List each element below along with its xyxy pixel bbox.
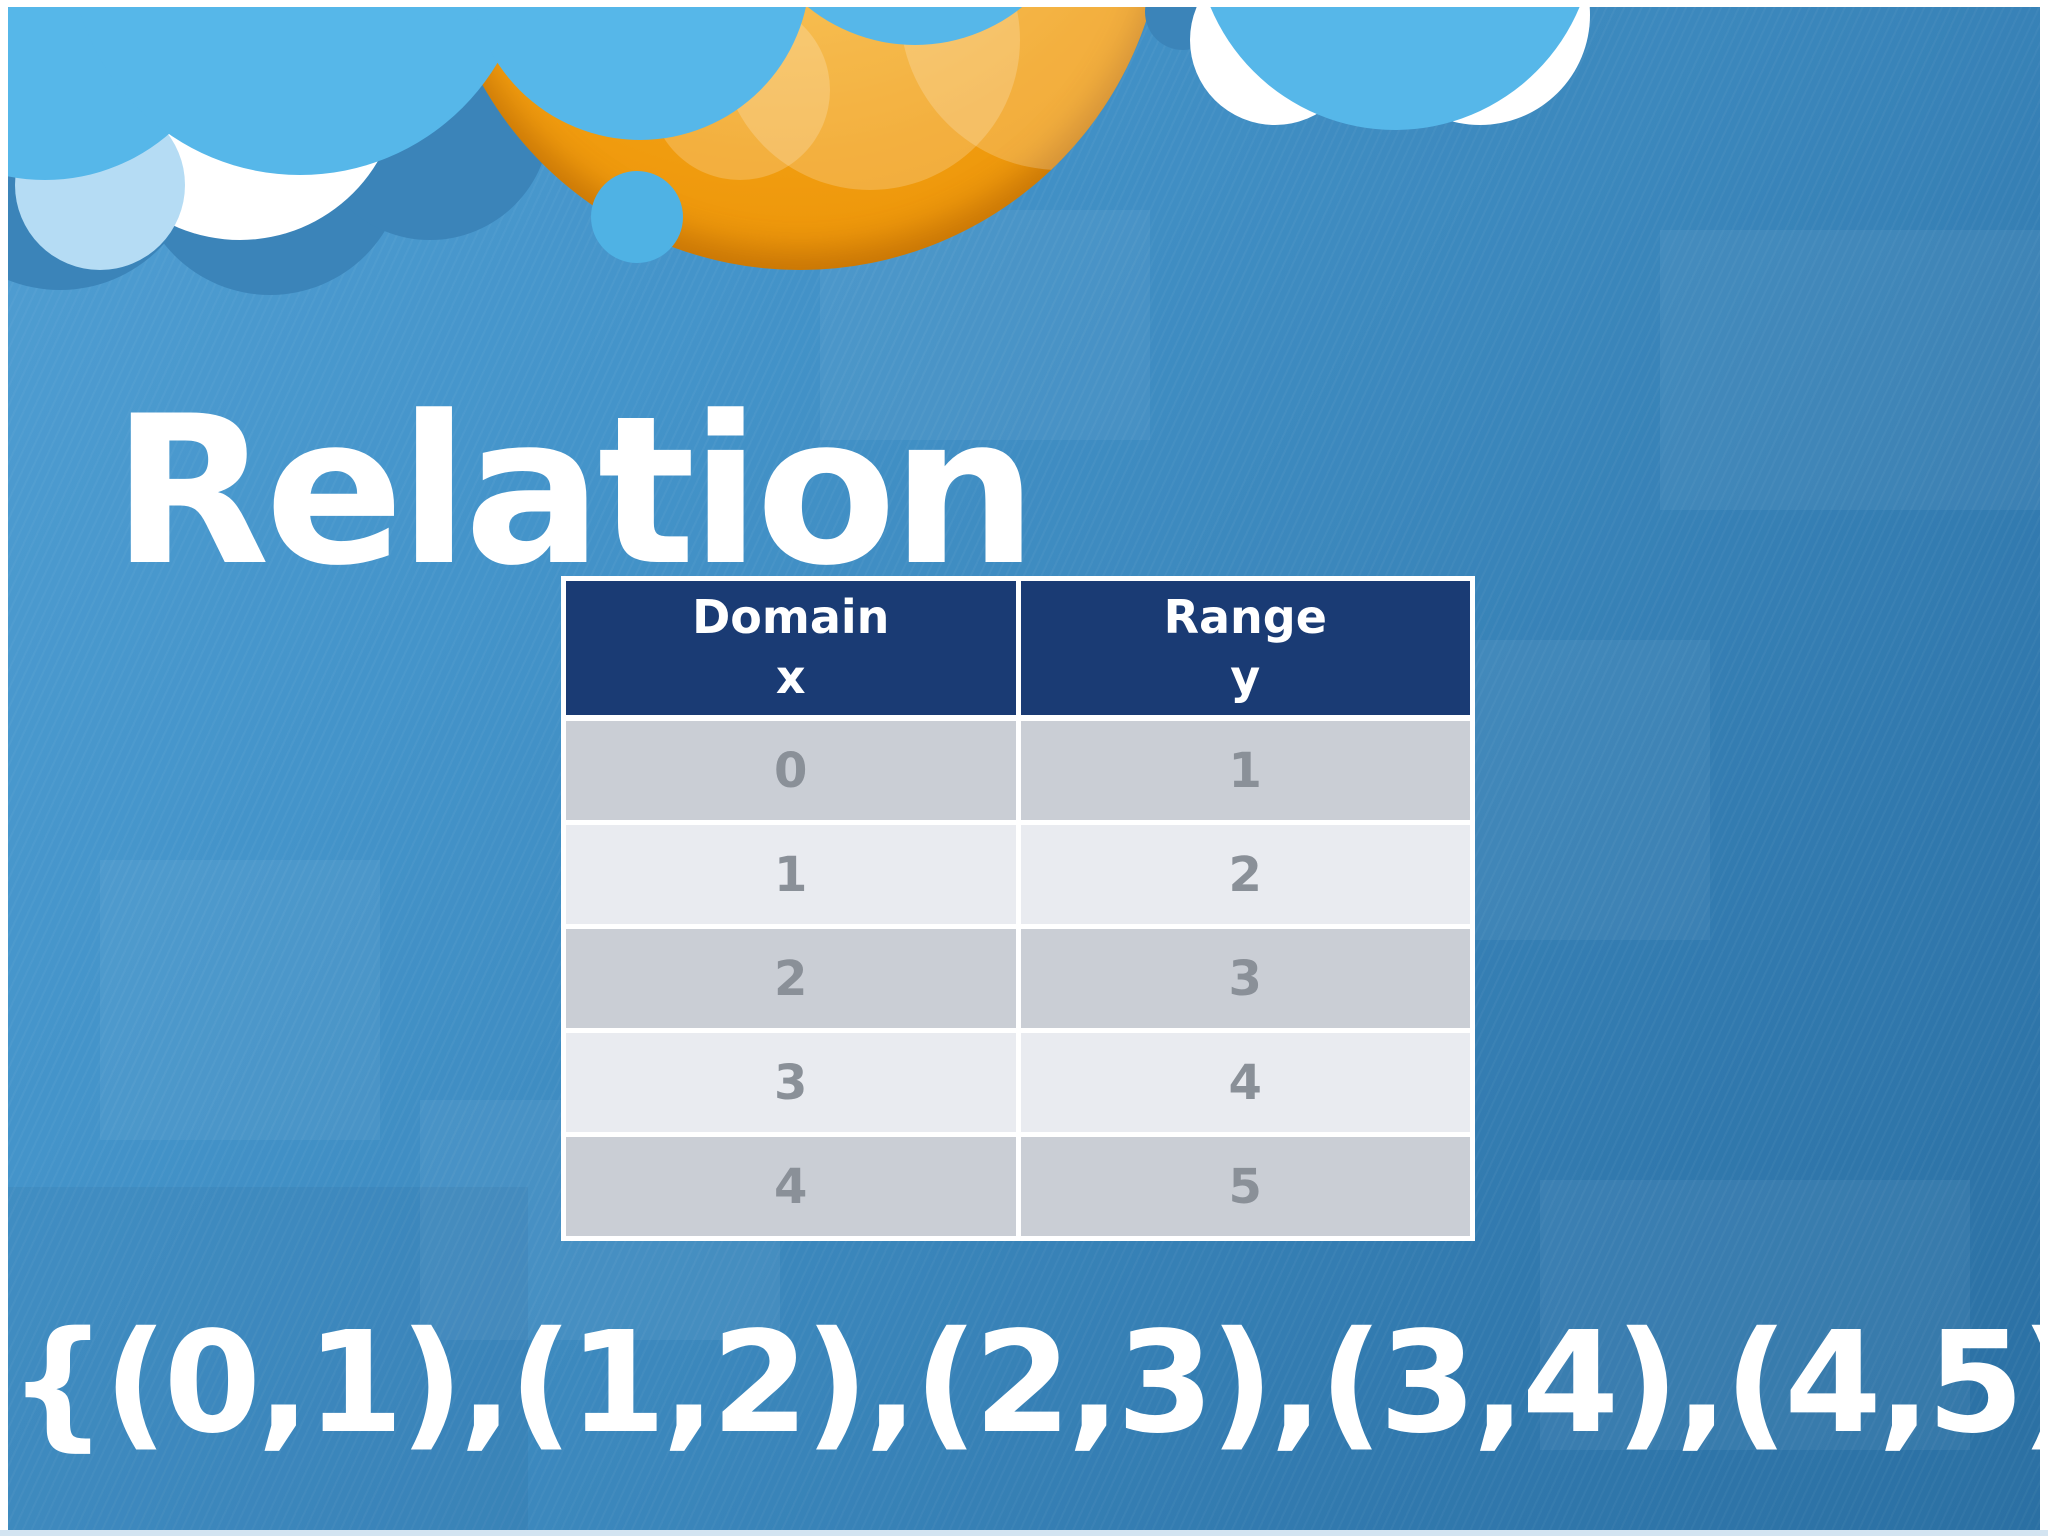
background-patch-dark bbox=[8, 1187, 528, 1530]
header-label: Range bbox=[1163, 590, 1327, 645]
table-row: 2 3 bbox=[566, 929, 1470, 1028]
range-cell: 4 bbox=[1020, 1033, 1470, 1132]
background-patch bbox=[1660, 230, 2040, 510]
table-row: 3 4 bbox=[566, 1033, 1470, 1132]
table-header-domain: Domain x bbox=[566, 581, 1016, 715]
table-row: 0 1 bbox=[566, 721, 1470, 820]
sun-blue-dot bbox=[591, 171, 683, 263]
header-variable: x bbox=[775, 650, 806, 704]
range-cell: 1 bbox=[1020, 721, 1470, 820]
table-header-range: Range y bbox=[1020, 581, 1470, 715]
set-notation: {(0,1),(1,2),(2,3),(3,4),(4,5)} bbox=[8, 1302, 2040, 1465]
range-cell: 5 bbox=[1020, 1137, 1470, 1236]
relation-table: Domain x Range y 0 1 1 2 2 3 3 bbox=[561, 576, 1475, 1241]
domain-cell: 3 bbox=[566, 1033, 1016, 1132]
slide-title: Relation bbox=[112, 373, 1038, 612]
domain-cell: 4 bbox=[566, 1137, 1016, 1236]
background-patch bbox=[1540, 1180, 1970, 1450]
slide-canvas: Relation Domain x Range y 0 1 1 2 bbox=[8, 7, 2040, 1530]
range-cell: 3 bbox=[1020, 929, 1470, 1028]
range-cell: 2 bbox=[1020, 825, 1470, 924]
table-header-row: Domain x Range y bbox=[566, 581, 1470, 715]
header-variable: y bbox=[1230, 650, 1261, 704]
domain-cell: 1 bbox=[566, 825, 1016, 924]
domain-cell: 0 bbox=[566, 721, 1016, 820]
table-row: 4 5 bbox=[566, 1137, 1470, 1236]
header-label: Domain bbox=[692, 590, 890, 645]
background-patch bbox=[100, 860, 380, 1140]
table-row: 1 2 bbox=[566, 825, 1470, 924]
domain-cell: 2 bbox=[566, 929, 1016, 1028]
